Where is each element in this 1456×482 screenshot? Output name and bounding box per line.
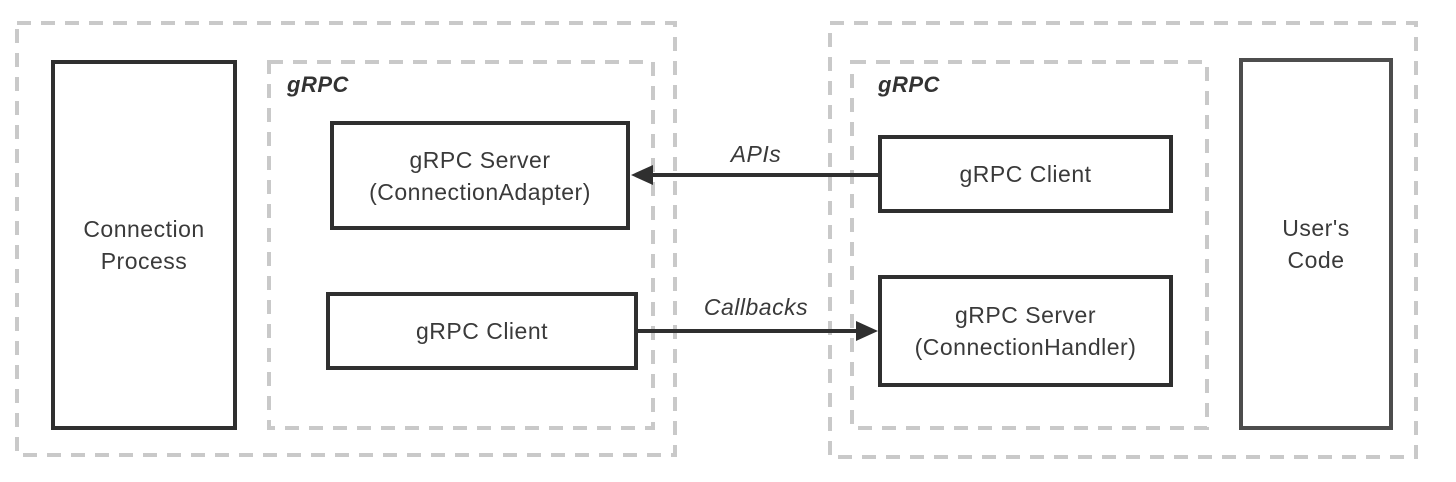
right-grpc-client-box: gRPC Client [878,135,1173,213]
users-code-box: User's Code [1239,58,1393,430]
left-grpc-boundary [267,60,655,430]
right-grpc-client-label: gRPC Client [959,161,1092,187]
left-grpc-client-box: gRPC Client [326,292,638,370]
connection-process-boundary [15,21,677,457]
grpc-server-connection-handler-label: gRPC Server (ConnectionHandler) [914,302,1137,360]
callbacks-arrow-line [638,329,858,333]
apis-arrowhead-icon [631,165,653,185]
right-grpc-boundary [850,60,1209,430]
grpc-server-connection-adapter-label: gRPC Server (ConnectionAdapter) [369,146,591,205]
user-code-boundary [828,21,1418,459]
users-code-label: User's Code [1282,215,1350,273]
connection-process-box: Connection Process [51,60,237,430]
left-grpc-client-label: gRPC Client [415,318,549,344]
callbacks-arrowhead-icon [856,321,878,341]
right-grpc-group-label: gRPC [878,72,940,97]
grpc-server-connection-handler-box: gRPC Server (ConnectionHandler) [878,275,1173,387]
apis-arrow-line [648,173,878,177]
left-grpc-group-label: gRPC [287,72,349,97]
apis-arrow-label: APIs [730,141,782,167]
grpc-server-connection-adapter-box: gRPC Server (ConnectionAdapter) [330,121,630,230]
connection-process-label: Connection Process [83,216,205,274]
callbacks-arrow-label: Callbacks [703,294,809,320]
